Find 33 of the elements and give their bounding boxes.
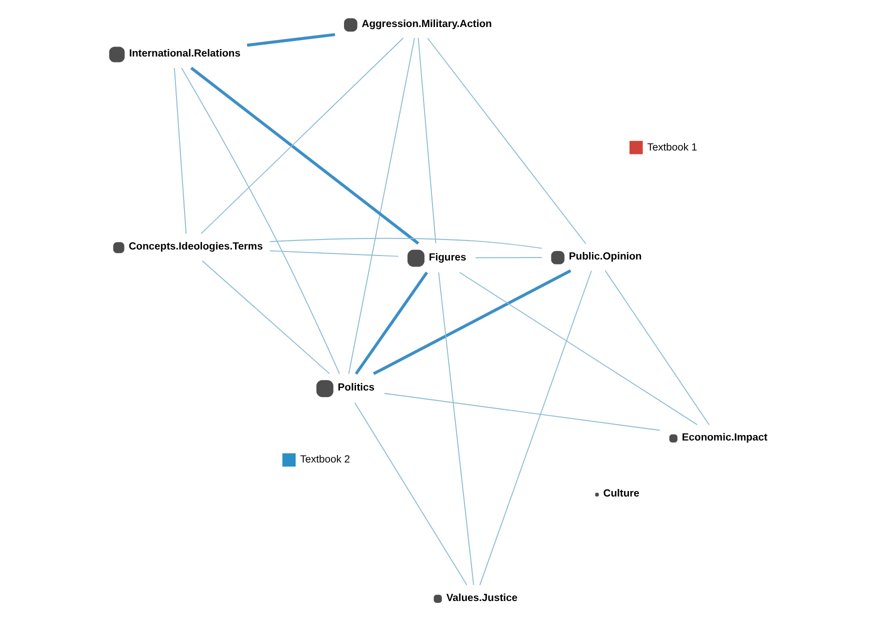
node-label: Public.Opinion	[568, 252, 642, 263]
connector	[190, 66, 420, 245]
connector	[459, 272, 698, 426]
connector	[384, 392, 660, 431]
connector	[269, 250, 399, 257]
connector	[418, 38, 436, 244]
node-label: Economic.Impact	[682, 432, 768, 444]
connector	[427, 38, 586, 244]
node-box	[282, 453, 296, 467]
node-label: Culture	[603, 488, 640, 500]
node-label: Figures	[428, 252, 466, 264]
connector	[200, 38, 404, 234]
node-label: International.Relations	[129, 48, 240, 60]
node-label: Concepts.Ideologies.Terms	[128, 242, 263, 253]
connector	[604, 270, 710, 426]
connector	[202, 260, 330, 374]
connector	[479, 270, 592, 586]
connector	[348, 37, 415, 374]
connector	[475, 257, 542, 258]
connector	[246, 33, 336, 47]
connector	[181, 68, 340, 374]
connector	[269, 238, 542, 249]
connector	[438, 272, 474, 586]
connector	[372, 269, 572, 376]
node-label: Textbook 1	[647, 142, 698, 154]
node-box	[630, 140, 643, 154]
node-label: Politics	[338, 382, 375, 394]
node-label: Textbook 2	[300, 454, 350, 466]
connector	[354, 402, 468, 586]
node-label: Values.Justice	[446, 592, 518, 604]
connector	[174, 68, 187, 234]
node-label: Aggression.Military.Action	[362, 18, 492, 30]
connector	[354, 272, 428, 375]
